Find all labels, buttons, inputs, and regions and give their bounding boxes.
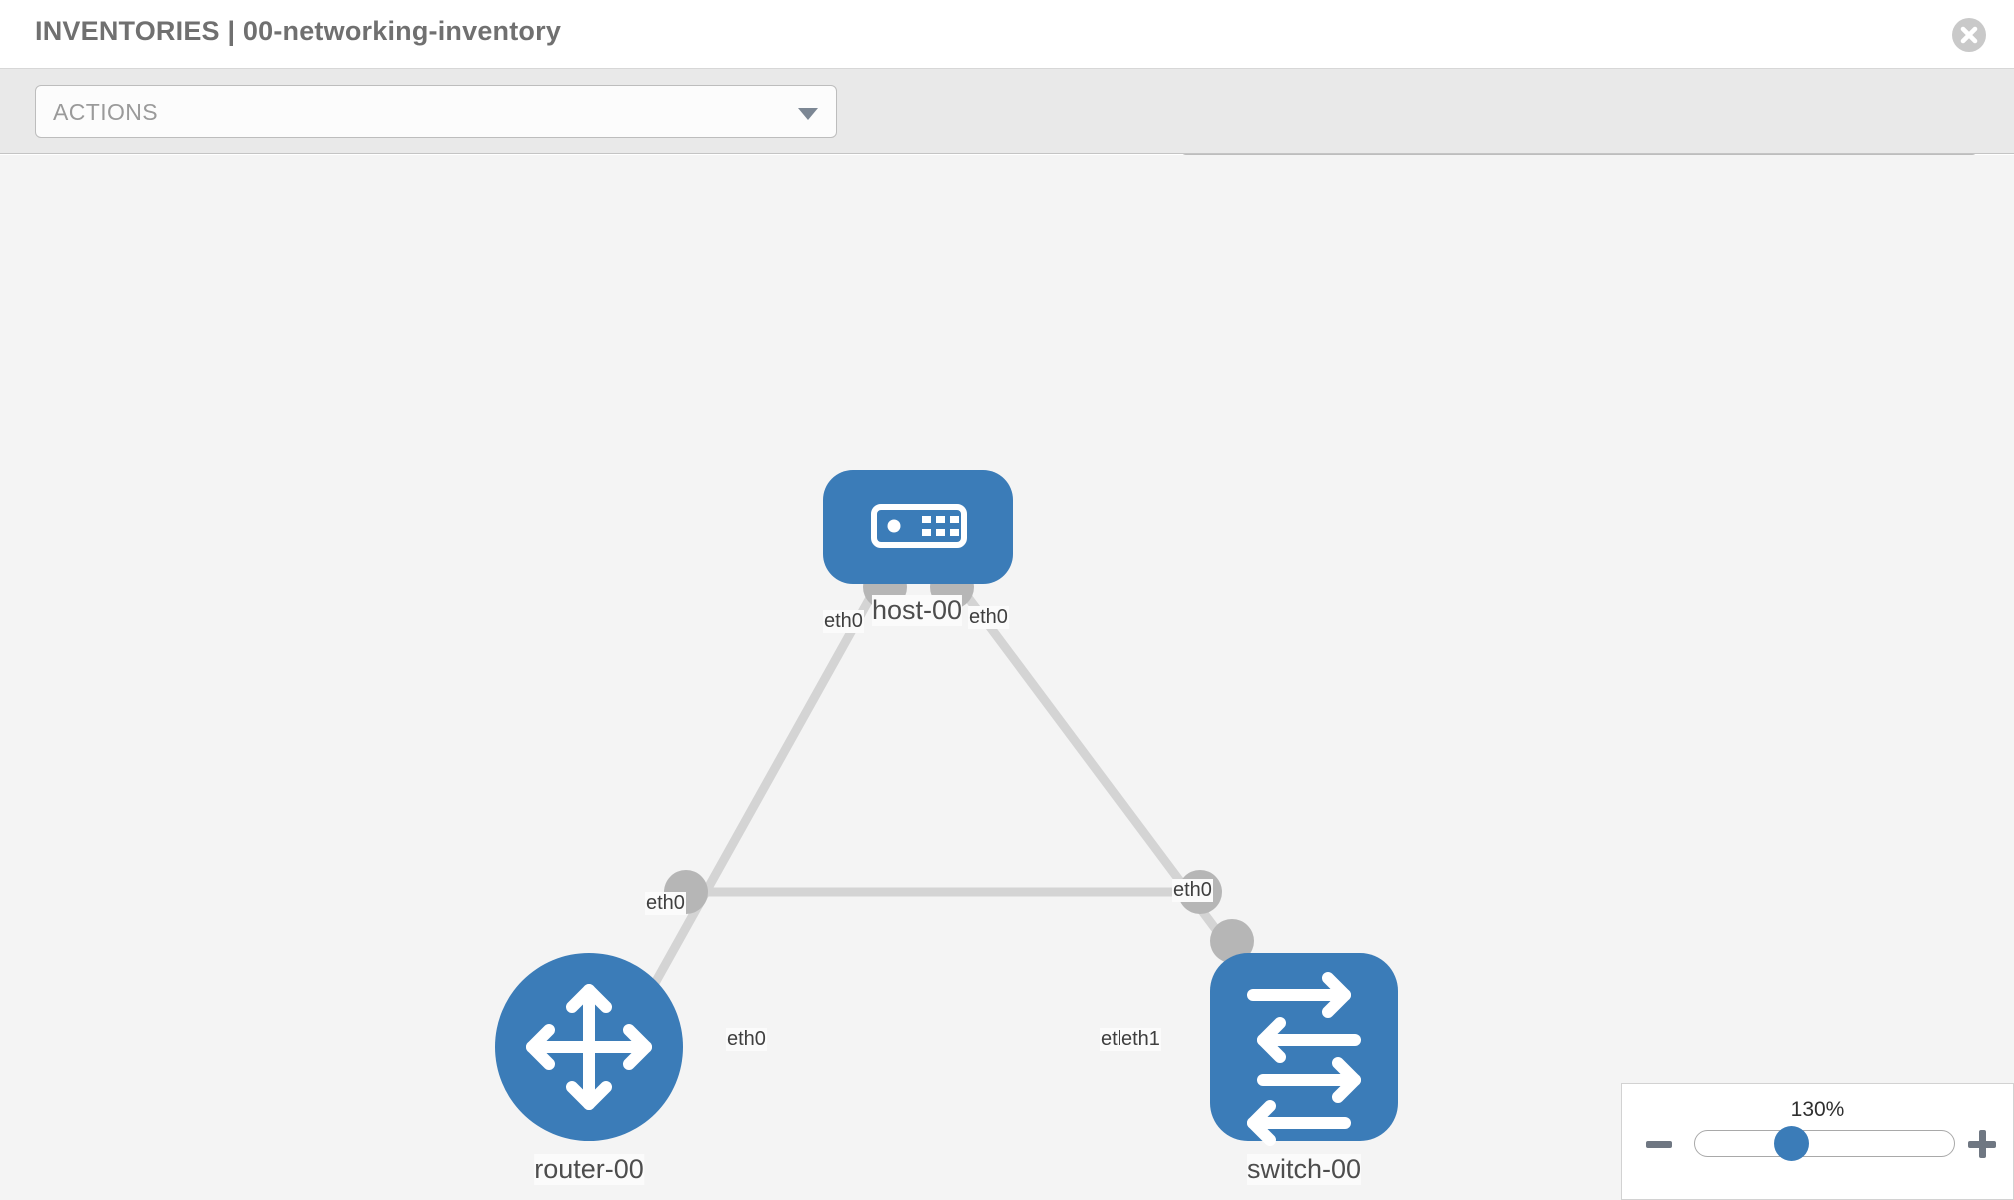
node-label-router-00: router-00: [534, 1154, 644, 1185]
zoom-in-button[interactable]: [1968, 1130, 1996, 1158]
edge-label-router-switch-to: eth1: [1120, 1028, 1161, 1051]
topology-graph: [495, 470, 1398, 1146]
connector-switch-up: [1210, 919, 1254, 963]
topology-links: [636, 577, 1239, 1013]
zoom-slider-thumb[interactable]: [1774, 1126, 1809, 1161]
server-icon: [871, 504, 967, 548]
close-icon[interactable]: [1952, 18, 1986, 52]
node-label-host-00: host-00: [871, 595, 963, 626]
chevron-down-icon: [798, 108, 818, 120]
edge-label-router-switch-from: eth0: [726, 1028, 767, 1051]
link-router-host: [636, 577, 884, 1013]
switch-arrows-icon: [1247, 972, 1361, 1146]
node-host-00[interactable]: [823, 470, 1013, 584]
zoom-control-panel: 130%: [1621, 1083, 2014, 1200]
actions-dropdown-label: ACTIONS: [53, 99, 159, 125]
node-label-switch-00: switch-00: [1246, 1154, 1362, 1185]
edge-label-host-right: eth0: [968, 606, 1009, 629]
page-title: INVENTORIES | 00-networking-inventory: [35, 16, 562, 46]
page-header: INVENTORIES | 00-networking-inventory: [0, 0, 2014, 69]
zoom-slider-track[interactable]: [1694, 1130, 1955, 1157]
node-switch-00[interactable]: [1210, 953, 1398, 1146]
node-router-00[interactable]: [495, 953, 683, 1141]
router-arrows-icon: [526, 984, 652, 1110]
edge-label-host-left: eth0: [823, 610, 864, 633]
edge-label-host-switch: eth0: [1172, 879, 1213, 902]
zoom-out-button[interactable]: [1646, 1141, 1672, 1148]
toolbar: ACTIONS SEARCH: [0, 69, 2014, 207]
actions-dropdown[interactable]: ACTIONS: [35, 85, 837, 138]
zoom-level-value: 130%: [1790, 1098, 1845, 1121]
topology-canvas[interactable]: host-00 router-00 switch-00 eth0 eth0 et…: [0, 155, 2014, 1200]
edge-label-router-host: eth0: [645, 892, 686, 915]
